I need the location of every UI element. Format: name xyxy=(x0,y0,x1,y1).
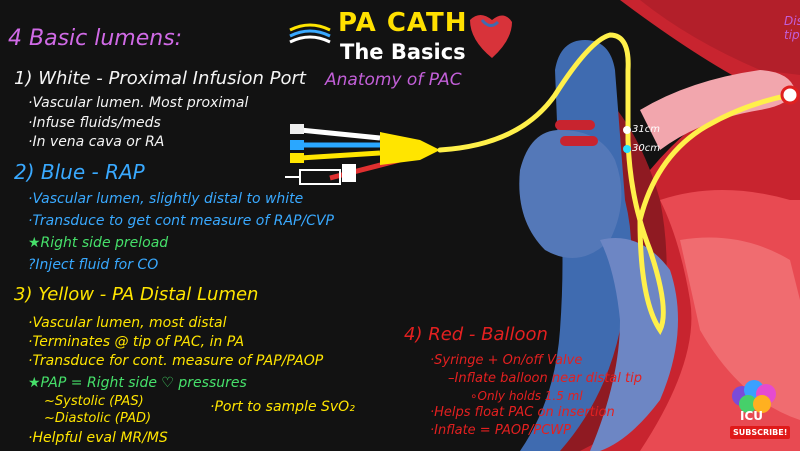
yellow-sub-item-2: ~Diastolic (PAD) xyxy=(44,411,152,426)
yellow-star-item: ★PAP = Right side ♡ pressures xyxy=(28,375,247,391)
red-lumen-title: 4) Red - Balloon xyxy=(404,324,548,345)
red-item-1: ·Syringe + On/off Valve xyxy=(430,353,583,368)
right-ventricle xyxy=(590,238,678,451)
logo-name: ICU xyxy=(740,409,764,423)
catheter-hub xyxy=(380,132,440,165)
white-lumen-title: 1) White - Proximal Infusion Port xyxy=(14,68,306,89)
white-item-1: ·Vascular lumen. Most proximal xyxy=(28,95,249,111)
right-atrium xyxy=(519,130,622,258)
title-heart-vessel xyxy=(480,19,500,27)
balloon-tip-icon xyxy=(780,85,800,105)
marker-31cm-label: 31cm xyxy=(632,124,660,135)
white-lumen-line xyxy=(299,127,381,141)
red-item-2: –Inflate balloon near distal tip xyxy=(448,371,642,386)
left-ventricle-inner xyxy=(680,237,800,420)
red-item-4: ·Helps float PAC on insertion xyxy=(430,405,615,420)
title-catheter-icon xyxy=(289,23,331,32)
red-item-5: ·Inflate = PAOP/PCWP xyxy=(430,423,571,438)
marker-31cm-dot xyxy=(623,126,631,134)
yellow-last-item: ·Helpful eval MR/MS xyxy=(28,430,168,446)
catheter-body xyxy=(437,32,793,335)
yellow-side-note: ·Port to sample SvO₂ xyxy=(210,399,355,415)
pulmonary-artery xyxy=(640,70,795,150)
yellow-lumen-title: 3) Yellow - PA Distal Lumen xyxy=(14,284,259,305)
page-subtitle: The Basics xyxy=(340,40,466,64)
page-title: PA CATH xyxy=(338,8,468,38)
blue-lumen-title: 2) Blue - RAP xyxy=(14,160,145,184)
white-port-cap xyxy=(290,124,304,134)
white-item-3: ·In vena cava or RA xyxy=(28,134,165,150)
aortic-arch xyxy=(640,0,800,75)
distal-tip-label: Distal tip xyxy=(784,14,800,42)
section-label: Anatomy of PAC xyxy=(325,70,462,90)
blue-item-2: ·Transduce to get cont measure of RAP/CV… xyxy=(28,213,334,229)
title-catheter-icon-2 xyxy=(289,29,331,38)
vessel-branch-2 xyxy=(560,136,598,146)
brain-icon xyxy=(732,380,776,413)
valve-icon xyxy=(342,164,356,182)
title-heart-icon xyxy=(470,15,512,58)
title-catheter-icon-3 xyxy=(289,35,331,44)
marker-30cm-dot xyxy=(623,145,631,153)
lumens-heading: 4 Basic lumens: xyxy=(8,26,183,51)
yellow-port-cap xyxy=(290,153,304,163)
yellow-lumen-line xyxy=(299,150,381,161)
blue-question-item: ?Inject fluid for CO xyxy=(28,257,159,273)
marker-30cm-label: 30cm xyxy=(632,143,660,154)
red-item-3: ∘Only holds 1.5 ml xyxy=(470,389,583,403)
vessel-branch-1 xyxy=(555,120,595,130)
subscribe-button[interactable]: SUBSCRIBE! xyxy=(730,426,791,439)
blue-star-item: ★Right side preload xyxy=(28,235,169,251)
yellow-item-1: ·Vascular lumen, most distal xyxy=(28,315,227,331)
yellow-item-3: ·Transduce for cont. measure of PAP/PAOP xyxy=(28,353,324,369)
blue-port-cap xyxy=(290,140,304,150)
yellow-item-2: ·Terminates @ tip of PAC, in PA xyxy=(28,334,245,350)
yellow-sub-item-1: ~Systolic (PAS) xyxy=(44,394,144,409)
white-item-2: ·Infuse fluids/meds xyxy=(28,115,161,131)
blue-item-1: ·Vascular lumen, slightly distal to whit… xyxy=(28,191,304,207)
